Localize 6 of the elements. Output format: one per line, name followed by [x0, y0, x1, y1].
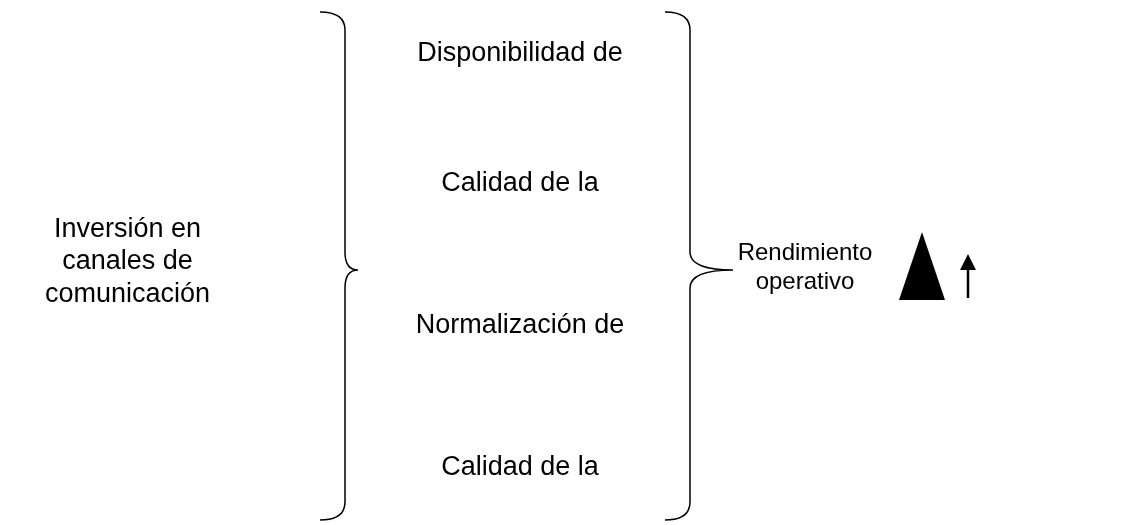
text-label: Calidad de la [440, 166, 600, 199]
text-label: Inversión en canales de comunicación [43, 212, 212, 310]
text-label: Calidad de la [440, 450, 600, 483]
text-label: Normalización de [414, 308, 626, 341]
text-label: Rendimiento operativo [736, 238, 874, 296]
text-label: Disponibilidad de [416, 36, 624, 69]
